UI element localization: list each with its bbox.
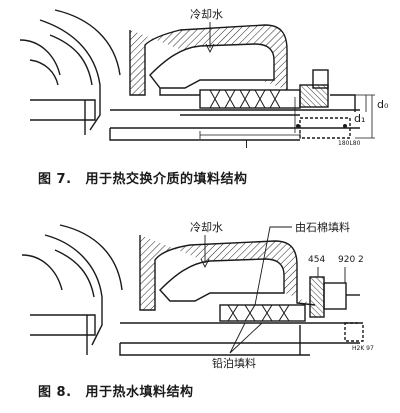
dimension-d1-label: d₁ xyxy=(354,112,366,125)
figure-8-caption-text: 用于热水填料结构 xyxy=(85,385,194,400)
figure-7-caption-text: 用于热交换介质的填料结构 xyxy=(85,172,248,187)
figure-7-caption: 图 7. 用于热交换介质的填料结构 xyxy=(38,168,248,187)
figure-8-number: 图 8. xyxy=(38,385,72,400)
figure-7-number: 图 7. xyxy=(38,172,72,187)
figure-7-svg xyxy=(19,9,375,141)
drawing-mark-8: H2K 97 xyxy=(352,345,374,352)
coolant-label: 冷却水 xyxy=(190,8,223,21)
coolant-label-8: 冷却水 xyxy=(190,221,223,234)
lead-foil-packing-label: 铅泊填料 xyxy=(212,357,256,370)
part-454-label: 454 xyxy=(308,255,326,265)
dimension-d0-label: d₀ xyxy=(377,98,389,111)
figure-8-svg xyxy=(21,224,364,356)
dimension-l-label: l xyxy=(245,138,249,151)
figure-7-drawing: 冷却水 d₀ d₁ l 180L80 xyxy=(0,0,400,160)
figure-8-drawing: 冷却水 由石棉填料 454 920 2 铅泊填料 H2K 97 xyxy=(0,205,400,370)
drawing-mark-7: 180L80 xyxy=(338,140,361,147)
figure-8-caption: 图 8. 用于热水填料结构 xyxy=(38,381,194,400)
part-920-label: 920 2 xyxy=(338,255,364,265)
asbestos-packing-label: 由石棉填料 xyxy=(295,221,350,234)
